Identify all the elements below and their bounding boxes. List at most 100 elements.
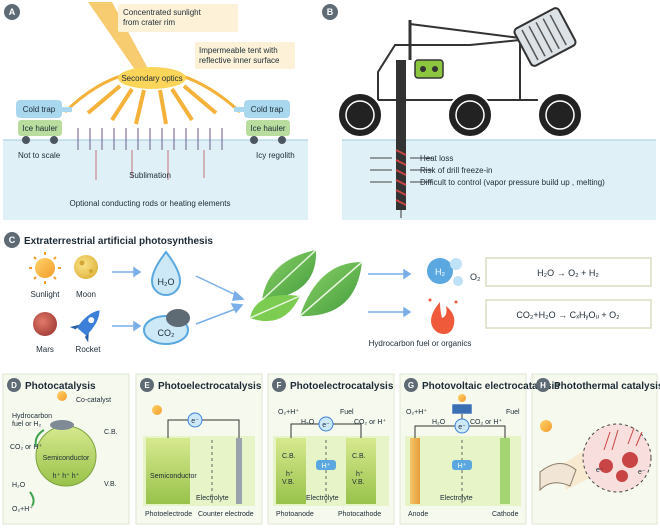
photoelectrode-label: Photoelectrode (145, 511, 192, 518)
panel-letter-a (4, 4, 20, 20)
solar-panel-icon (451, 394, 473, 420)
cold-trap-left (16, 100, 62, 118)
sun-icon-e (152, 405, 162, 415)
rocket-label: Rocket (76, 345, 102, 354)
co2-label: CO₂ (158, 328, 176, 338)
eq1-box (485, 257, 652, 287)
panel-letter-d: D (11, 381, 17, 390)
co2-label-g: CO₂ or H⁺ (470, 418, 502, 426)
cold-trap-left-label: Cold trap (23, 105, 56, 114)
semi-label-e: Semiconductor (150, 473, 197, 480)
panel-h: H Photothermal catalysis e⁻ e⁻ (536, 378, 660, 493)
heat-loss-arrows (370, 157, 432, 183)
secondary-optics (118, 67, 186, 89)
vb-label-d: V.B. (104, 481, 117, 488)
catalyst-support-h (539, 463, 577, 492)
panel-letter-f: F (277, 381, 282, 390)
sublimation-label: Sublimation (129, 171, 171, 180)
eq2-box (485, 299, 652, 329)
electron-e (187, 412, 203, 428)
h2o-label: H₂O (158, 277, 175, 287)
source-arrows (112, 266, 412, 332)
electron-g (454, 418, 470, 434)
o2-label-f: O₂+H⁺ (278, 408, 299, 416)
cloud-icon (143, 309, 190, 345)
panel-d: D Photocatalysis Co-catalyst Semiconduct… (7, 378, 118, 513)
h2o-label-d: H₂O (12, 482, 26, 489)
cb-label-f1: C.B. (282, 453, 296, 460)
ground-a (3, 140, 308, 220)
panel-c: C Extraterrestrial artificial photosynth… (4, 232, 652, 354)
cathode-g (500, 438, 510, 504)
hole-label-f1: h⁺ (286, 470, 294, 478)
ice-hauler-right-label: Ice hauler (250, 124, 285, 133)
ice-hauler-left-label: Ice hauler (22, 124, 57, 133)
cathode-label: Cathode (492, 511, 519, 518)
tent-label-box (195, 42, 295, 69)
water-drop-icon (150, 250, 182, 296)
rover (337, 7, 583, 138)
ice-hauler-left (18, 120, 62, 136)
freeze-label: Risk of drill freeze-in (420, 166, 492, 175)
moon-label: Moon (76, 290, 96, 299)
panel-e: E Photoelectrocatalysis e⁻ Semiconductor… (140, 378, 262, 518)
cb-label-d: C.B. (104, 429, 118, 436)
ground-b (342, 140, 656, 220)
electron-label-g: e⁻ (458, 424, 466, 431)
hole-label-f2: h⁺ (356, 470, 364, 478)
drill-thread (395, 149, 407, 206)
vb-label-f1: V.B. (282, 479, 295, 486)
hplus-label-f: H⁺ (322, 462, 331, 470)
electron-label-e: e⁻ (191, 418, 199, 425)
eq1-text: H₂O → O₂ + H₂ (537, 268, 599, 278)
rocket-icon (69, 310, 100, 343)
panel-letter-h: H (540, 381, 546, 390)
sublimation-arrows (77, 128, 223, 150)
panel-c-title: Extraterrestrial artificial photosynthes… (24, 236, 213, 247)
sun-icon (29, 252, 61, 284)
h2-label: H₂ (435, 267, 445, 277)
cold-trap-right-label: Cold trap (251, 105, 284, 114)
photoelectrode-e (146, 438, 190, 504)
panel-g-title: Photovoltaic electrocatalysis (422, 381, 560, 392)
cb-label-f2: C.B. (352, 453, 366, 460)
cold-trap-right (244, 100, 290, 118)
optics-label: Secondary optics (121, 74, 182, 83)
fuel-label-d2: fuel or H₂ (12, 421, 41, 428)
fuel-label-g: Fuel (506, 409, 520, 416)
semi-label-d: Semiconductor (43, 455, 90, 462)
sun-icon-h (540, 420, 552, 432)
fuel-label-d1: Hydrocarbon (12, 413, 52, 420)
counter-label: Counter electrode (198, 511, 254, 518)
panel-letter-e: E (144, 381, 150, 390)
electrolyte-label-g: Electrolyte (440, 495, 473, 502)
holes-label: h⁺ h⁺ h⁺ (53, 472, 80, 480)
electrolyte-label-f: Electrolyte (306, 495, 339, 502)
cocatalyst-particle (50, 420, 74, 430)
panel-letter-c-text: C (9, 235, 16, 245)
photocathode-label: Photocathode (338, 511, 381, 518)
nanoparticles-h (599, 427, 643, 482)
panel-letter-c (4, 232, 20, 248)
photoanode-f (276, 438, 306, 504)
electron-label-h1: e⁻ (596, 467, 604, 474)
panel-f-title: Photoelectrocatalysis (290, 381, 394, 392)
counter-electrode-e (236, 438, 242, 504)
photocathode-f (346, 438, 376, 504)
panel-h-title: Photothermal catalysis (554, 381, 660, 392)
electron-f (318, 416, 334, 432)
panel-b: B (322, 4, 656, 220)
heating-rods (95, 150, 205, 180)
fuel-label-f: Fuel (340, 409, 354, 416)
h2o-label-g: H₂O (432, 419, 446, 426)
sunlight-label-box (118, 4, 238, 32)
hplus-label-g: H⁺ (458, 462, 467, 470)
moon-icon (74, 255, 98, 279)
panel-letter-b (322, 4, 338, 20)
sunbeam (88, 2, 152, 80)
sun-icon-d (57, 391, 67, 401)
panel-e-title: Photoelectrocatalysis (158, 381, 262, 392)
panel-g: G Photovoltaic electrocatalysis e⁻ H⁺ O₂… (404, 378, 560, 518)
